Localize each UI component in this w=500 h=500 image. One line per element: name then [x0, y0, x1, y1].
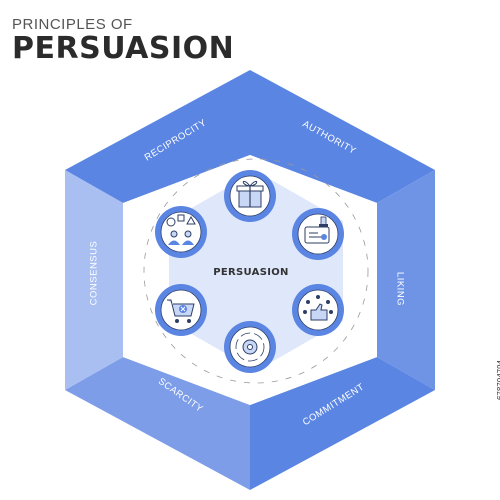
- segment-authority: [250, 70, 435, 203]
- segment-liking: [377, 170, 435, 390]
- id-card-stamp-icon: [292, 208, 344, 260]
- center-label: PERSUASION: [213, 267, 288, 278]
- title-subheading: PRINCIPLES OF: [12, 16, 133, 33]
- label-liking: LIKING: [394, 272, 405, 306]
- title-heading: PERSUASION: [12, 31, 235, 66]
- thumbs-up-network-icon: [292, 284, 344, 336]
- segment-reciprocity: [65, 70, 250, 203]
- gear-cycle-icon: [224, 321, 276, 373]
- segment-consensus: [65, 170, 123, 390]
- label-consensus: CONSENSUS: [89, 241, 100, 306]
- segment-scarcity: [65, 357, 250, 490]
- gift-box-icon: [224, 170, 276, 222]
- dashed-ring: [143, 158, 369, 384]
- segment-commitment: [250, 357, 435, 490]
- title-block: PRINCIPLES OF PERSUASION: [12, 16, 234, 65]
- stock-id-watermark: 678704794: [496, 360, 500, 401]
- shopping-cart-cancel-icon: [155, 284, 207, 336]
- group-shapes-icon: [155, 206, 207, 258]
